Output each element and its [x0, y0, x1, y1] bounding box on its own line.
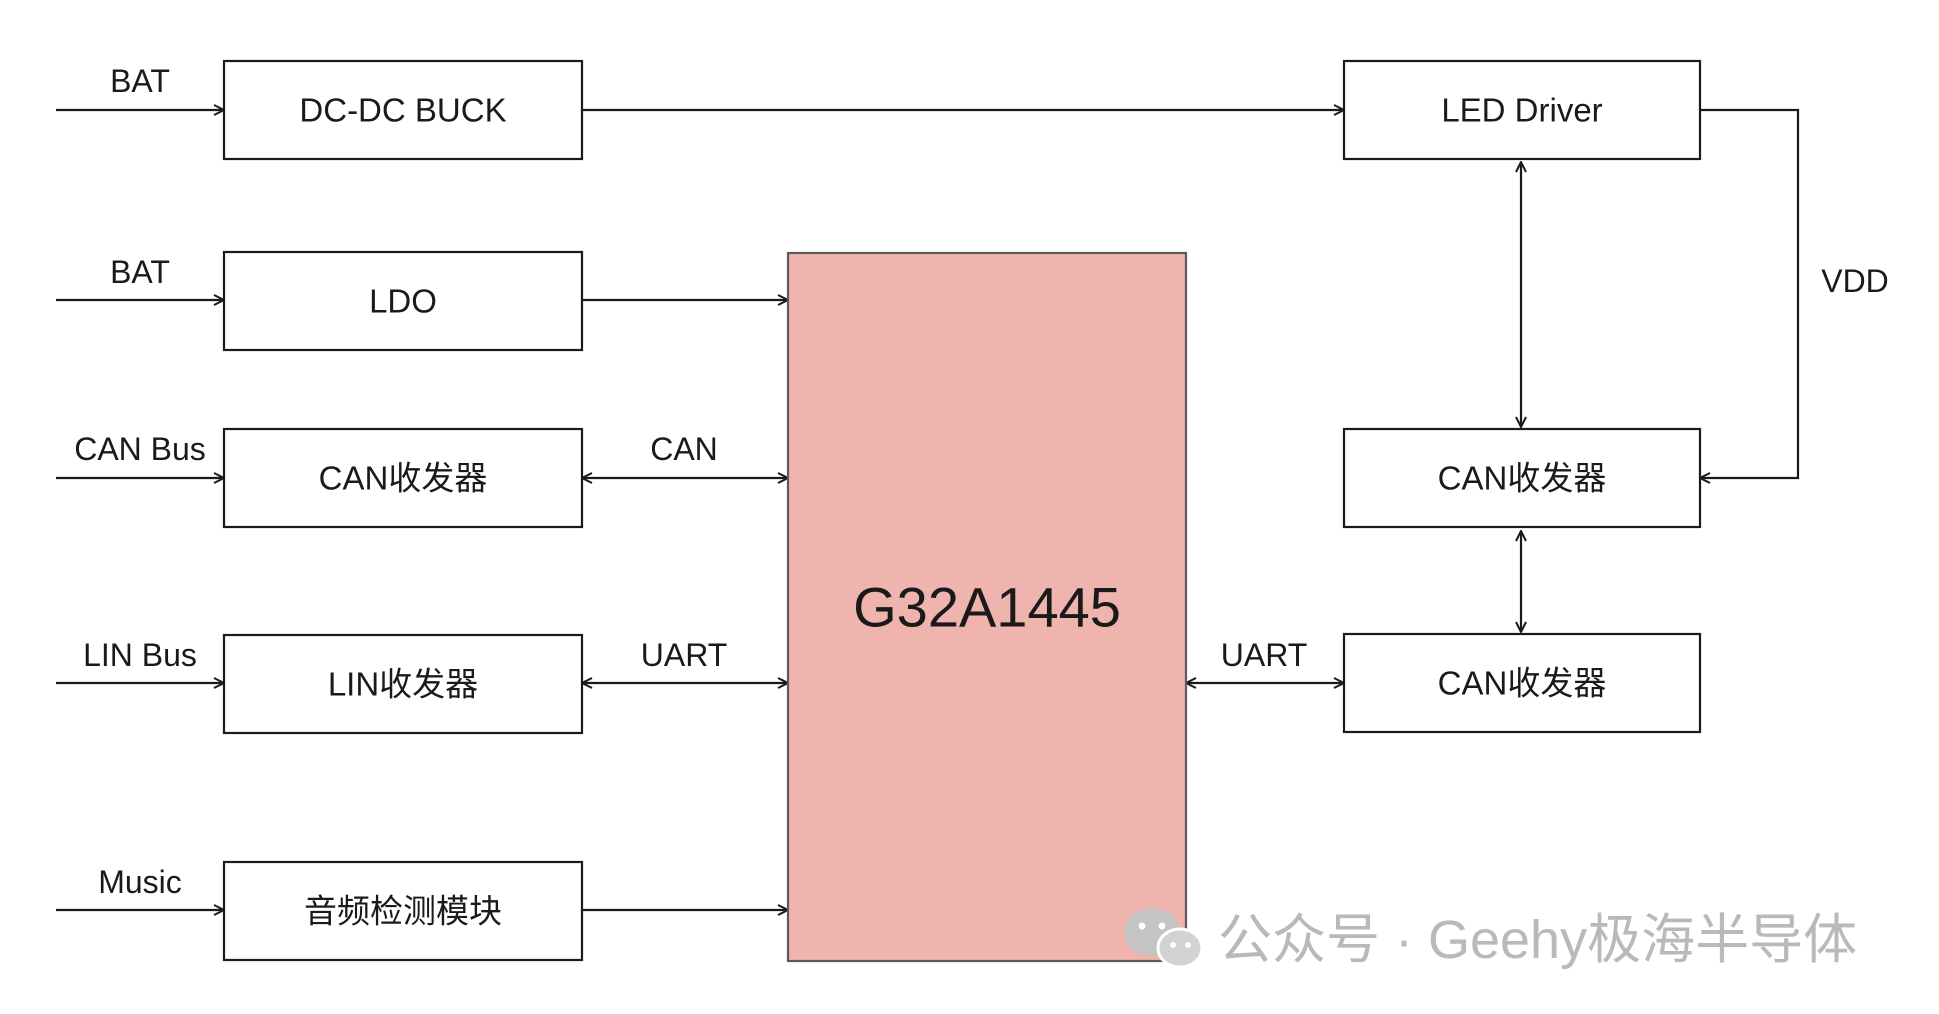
can-transceiver-left-block: CAN收发器 [222, 427, 584, 529]
can-transceiver-right-top-label: CAN收发器 [1438, 460, 1607, 497]
link-label-uart-left: UART [641, 637, 728, 673]
input-label-music: Music [98, 864, 182, 900]
link-label-can: CAN [650, 431, 718, 467]
wechat-icon [1124, 908, 1204, 969]
can-transceiver-right-top-block: CAN收发器 [1342, 427, 1702, 529]
can-transceiver-right-bottom-block: CAN收发器 [1342, 632, 1702, 734]
can-transceiver-left-label: CAN收发器 [319, 460, 488, 497]
mcu-label: G32A1445 [853, 576, 1121, 639]
watermark: 公众号 · Geehy极海半导体 [1124, 908, 1857, 970]
input-label-bat1: BAT [110, 63, 170, 99]
ldo-block: LDO [222, 250, 584, 352]
lin-transceiver-label: LIN收发器 [328, 666, 478, 703]
input-label-bat2: BAT [110, 254, 170, 290]
dcdc-buck-label: DC-DC BUCK [299, 92, 506, 129]
audio-detect-label: 音频检测模块 [304, 893, 502, 930]
watermark-text: 公众号 · Geehy极海半导体 [1218, 910, 1857, 970]
wires [56, 108, 1800, 910]
wire-vdd-loop [1700, 108, 1800, 478]
ldo-label: LDO [369, 283, 437, 320]
mcu-block: G32A1445 [786, 251, 1188, 963]
led-driver-label: LED Driver [1441, 92, 1602, 129]
link-label-vdd: VDD [1821, 263, 1889, 299]
input-label-can-bus: CAN Bus [74, 431, 206, 467]
lin-transceiver-block: LIN收发器 [222, 633, 584, 735]
link-label-uart-right: UART [1221, 637, 1308, 673]
led-driver-block: LED Driver [1342, 59, 1702, 161]
can-transceiver-right-bottom-label: CAN收发器 [1438, 665, 1607, 702]
audio-detect-block: 音频检测模块 [222, 860, 584, 962]
dcdc-buck-block: DC-DC BUCK [222, 59, 584, 161]
input-label-lin-bus: LIN Bus [83, 637, 197, 673]
